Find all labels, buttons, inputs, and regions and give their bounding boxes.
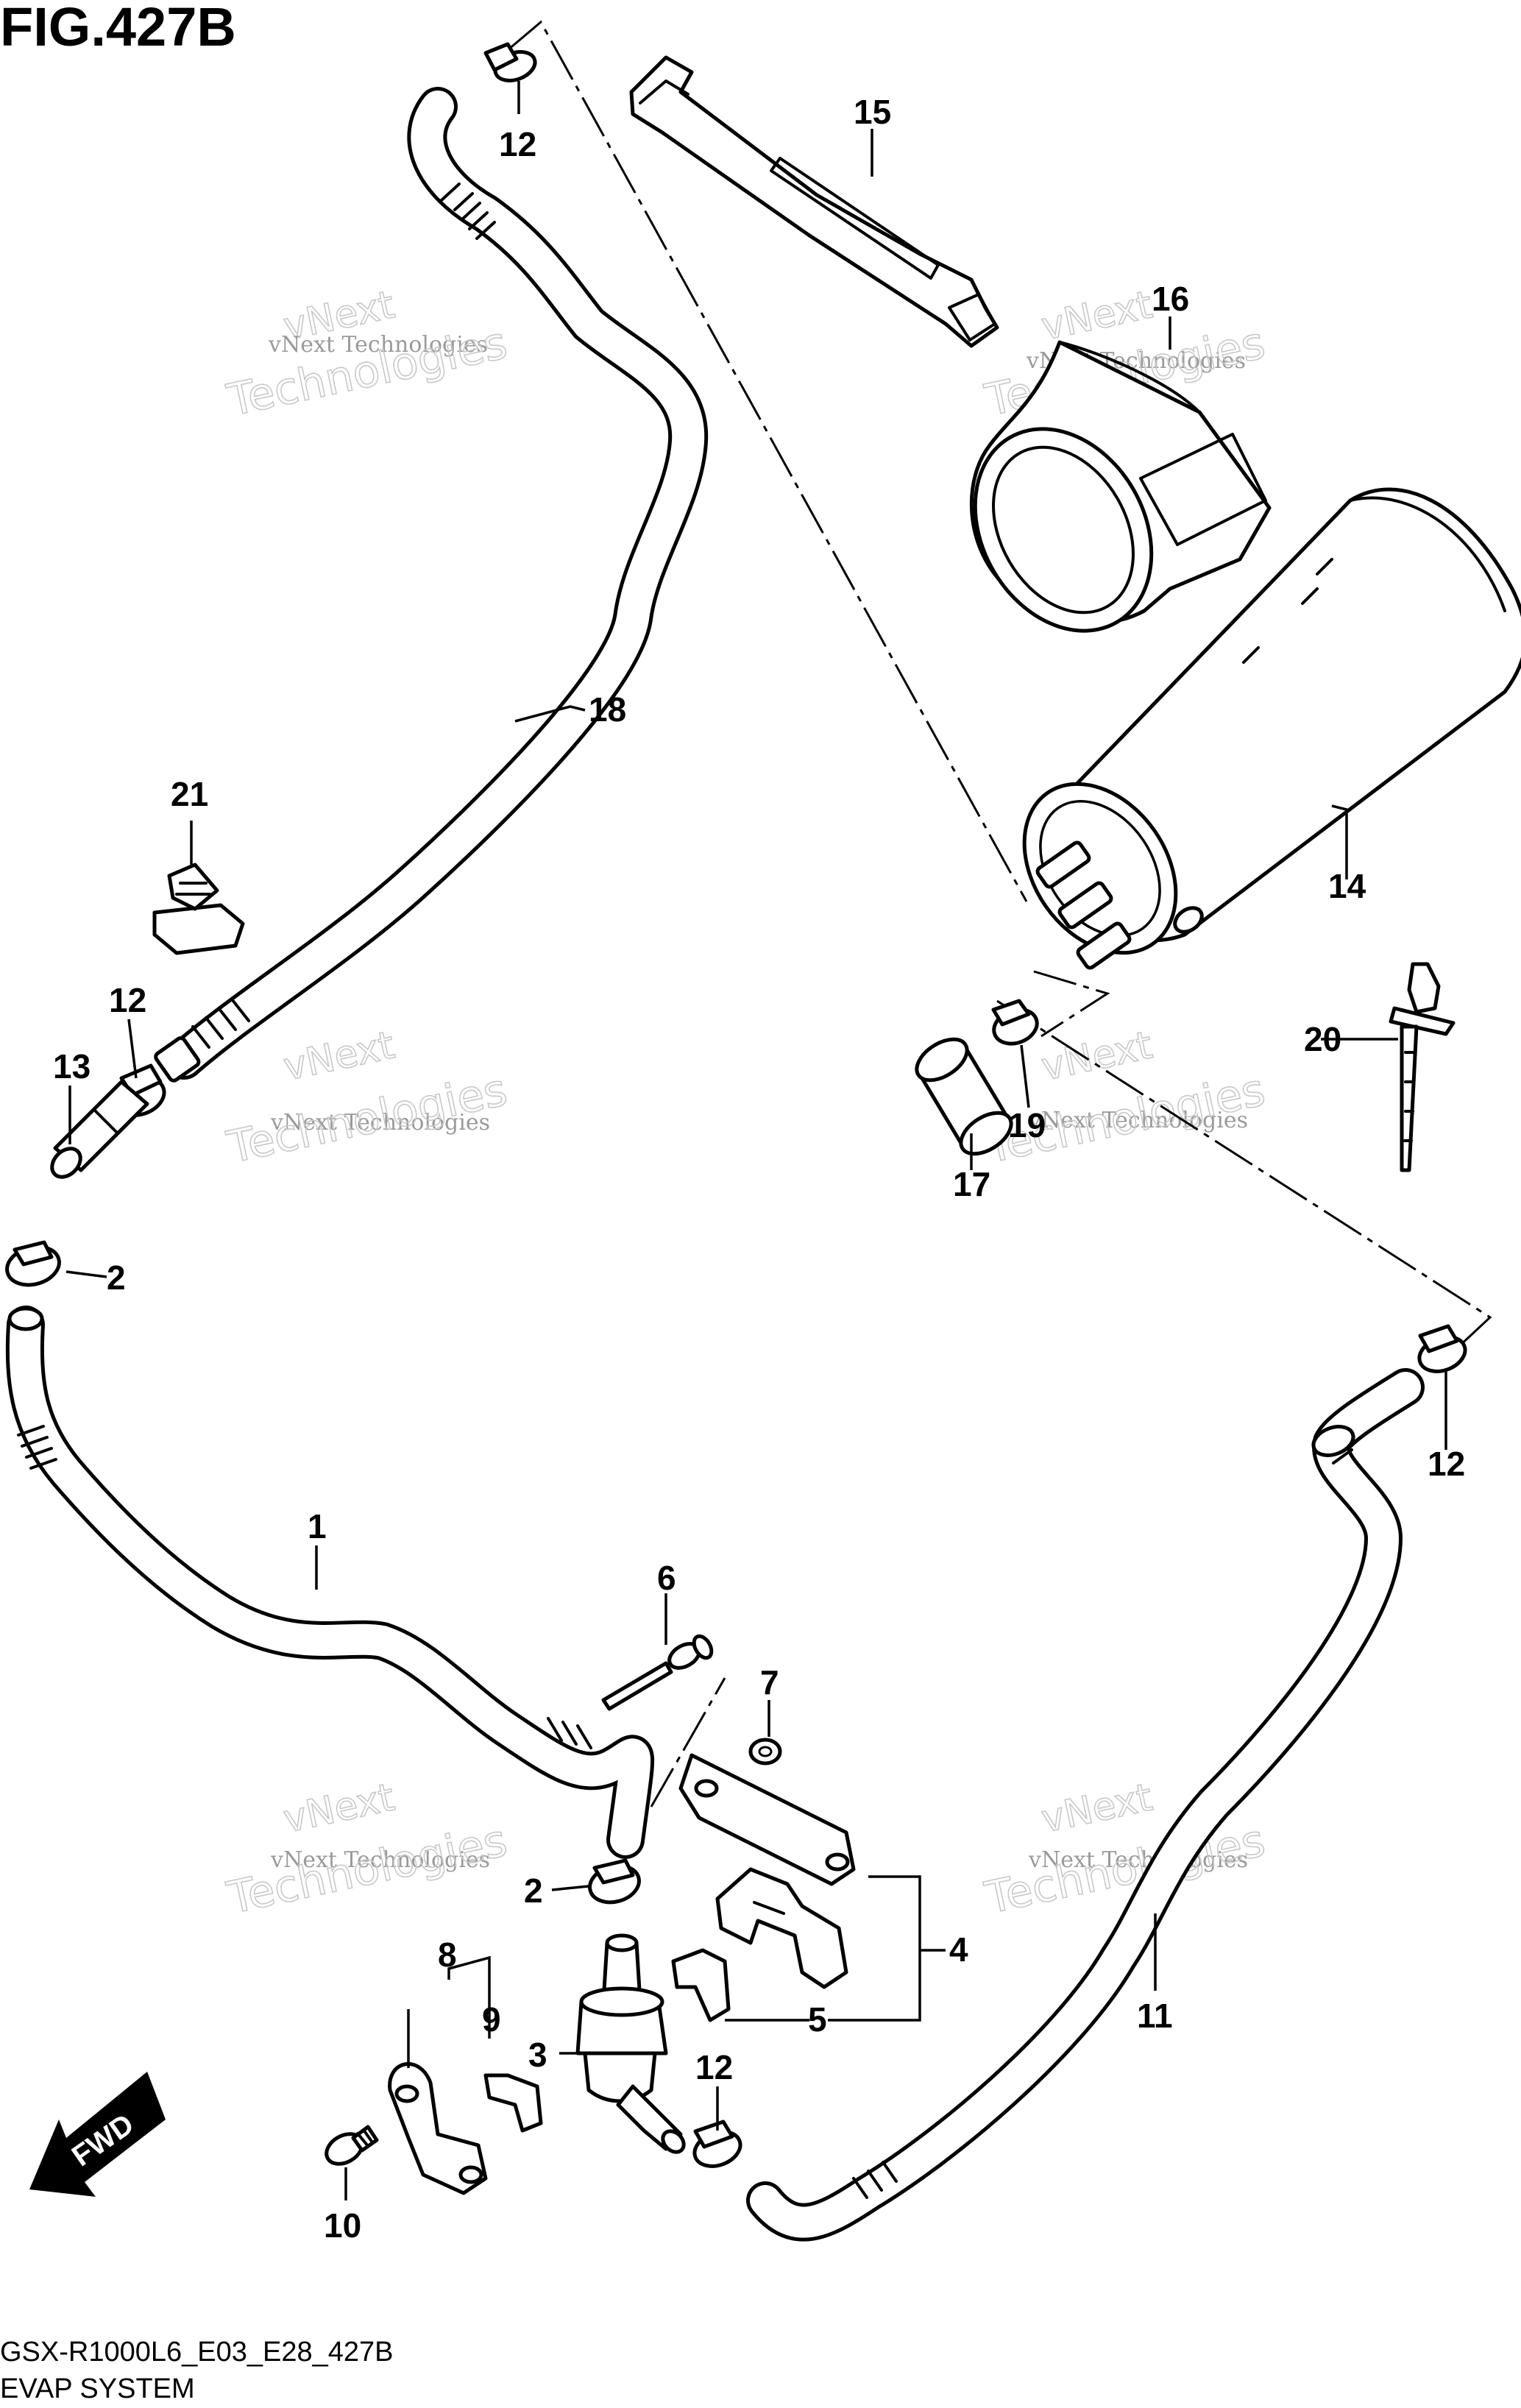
washer-7 — [748, 1738, 782, 1766]
callout-12: 12 — [499, 125, 536, 163]
callout-5: 5 — [808, 2000, 827, 2039]
svg-text:vNext: vNext — [280, 1775, 398, 1841]
svg-text:vNext Technologies: vNext Technologies — [270, 1847, 490, 1873]
bracket-5 — [671, 1948, 731, 2022]
leader-lines — [65, 81, 1447, 2200]
clamp-12-bottom — [692, 2120, 742, 2168]
callout-8: 8 — [438, 1936, 457, 1974]
watermark-top-left: vNext vNext Technologies Technologies — [222, 283, 512, 428]
svg-text:vNext: vNext — [280, 1023, 398, 1089]
svg-text:vNext Technologies: vNext Technologies — [270, 1110, 490, 1136]
callout-2: 2 — [524, 1871, 543, 1910]
clamp-12-right — [1417, 1324, 1467, 1373]
tie-20 — [1389, 962, 1456, 1172]
callout-12: 12 — [695, 2048, 733, 2086]
watermark-bottom-left: vNext vNext Technologies Technologies — [222, 1775, 512, 1925]
section-name: EVAP SYSTEM — [0, 2373, 195, 2404]
hose-18 — [154, 87, 709, 1083]
callout-12: 12 — [109, 981, 146, 1019]
watermark-mid-right: vNext vNext Technologies Technologies — [980, 1023, 1270, 1175]
callout-12: 12 — [1428, 1445, 1465, 1483]
callout-19: 19 — [1008, 1106, 1046, 1144]
callout-13: 13 — [53, 1047, 91, 1086]
fwd-arrow-badge: FWD — [29, 2072, 166, 2197]
callout-17: 17 — [953, 1165, 990, 1203]
callout-21: 21 — [171, 775, 208, 813]
callout-9: 9 — [482, 2000, 501, 2039]
clamp-12-top — [483, 42, 537, 82]
callout-2: 2 — [107, 1258, 126, 1297]
callout-16: 16 — [1152, 280, 1189, 318]
svg-text:Technologies: Technologies — [223, 1815, 512, 1924]
callout-14: 14 — [1328, 867, 1366, 905]
bracket-4 — [678, 1753, 856, 1989]
clamp-19 — [991, 999, 1039, 1046]
clamp-2-top — [5, 1240, 61, 1287]
hose-11 — [746, 1368, 1425, 2242]
callout-15: 15 — [854, 93, 891, 131]
bracket-9 — [483, 2073, 543, 2133]
callout-18: 18 — [589, 690, 626, 729]
screw-10 — [325, 2125, 379, 2166]
joint-13 — [50, 1080, 149, 1179]
reference-lines — [507, 20, 1492, 1807]
callout-1: 1 — [308, 1507, 327, 1545]
callout-6: 6 — [657, 1559, 676, 1597]
svg-text:vNext Technologies: vNext Technologies — [268, 332, 488, 358]
canister-14 — [1022, 487, 1521, 970]
model-code: GSX-R1000L6_E03_E28_427B — [0, 2337, 394, 2368]
sleeve-17 — [915, 1037, 1013, 1156]
svg-text:vNext: vNext — [1038, 1775, 1156, 1841]
callout-11: 11 — [1137, 1997, 1173, 2035]
rivet-6 — [601, 1634, 714, 1711]
svg-text:vNext: vNext — [1038, 283, 1156, 349]
callout-3: 3 — [528, 2036, 547, 2074]
svg-text:vNext: vNext — [1038, 1023, 1156, 1089]
callout-20: 20 — [1304, 1020, 1341, 1058]
bracket-8 — [388, 2062, 488, 2195]
svg-text:Technologies: Technologies — [223, 1064, 512, 1174]
valve-3 — [575, 1933, 686, 2154]
clip-21 — [152, 863, 245, 955]
strap-15 — [629, 55, 999, 348]
callout-10: 10 — [324, 2206, 361, 2245]
hose-1 — [5, 1306, 655, 1859]
callout-4: 4 — [949, 1930, 968, 1969]
svg-text:vNext Technologies: vNext Technologies — [1028, 1847, 1248, 1873]
callout-7: 7 — [760, 1663, 779, 1701]
cover-16 — [969, 340, 1272, 633]
clamp-2-bottom — [588, 1858, 641, 1905]
callout-labels: 12 15 16 18 21 14 12 13 20 19 17 2 12 1 … — [53, 93, 1465, 2245]
svg-text:vNext Technologies: vNext Technologies — [1028, 1108, 1248, 1133]
figure-title: FIG.427B — [0, 0, 236, 57]
watermark-mid-left: vNext vNext Technologies Technologies — [222, 1023, 512, 1175]
